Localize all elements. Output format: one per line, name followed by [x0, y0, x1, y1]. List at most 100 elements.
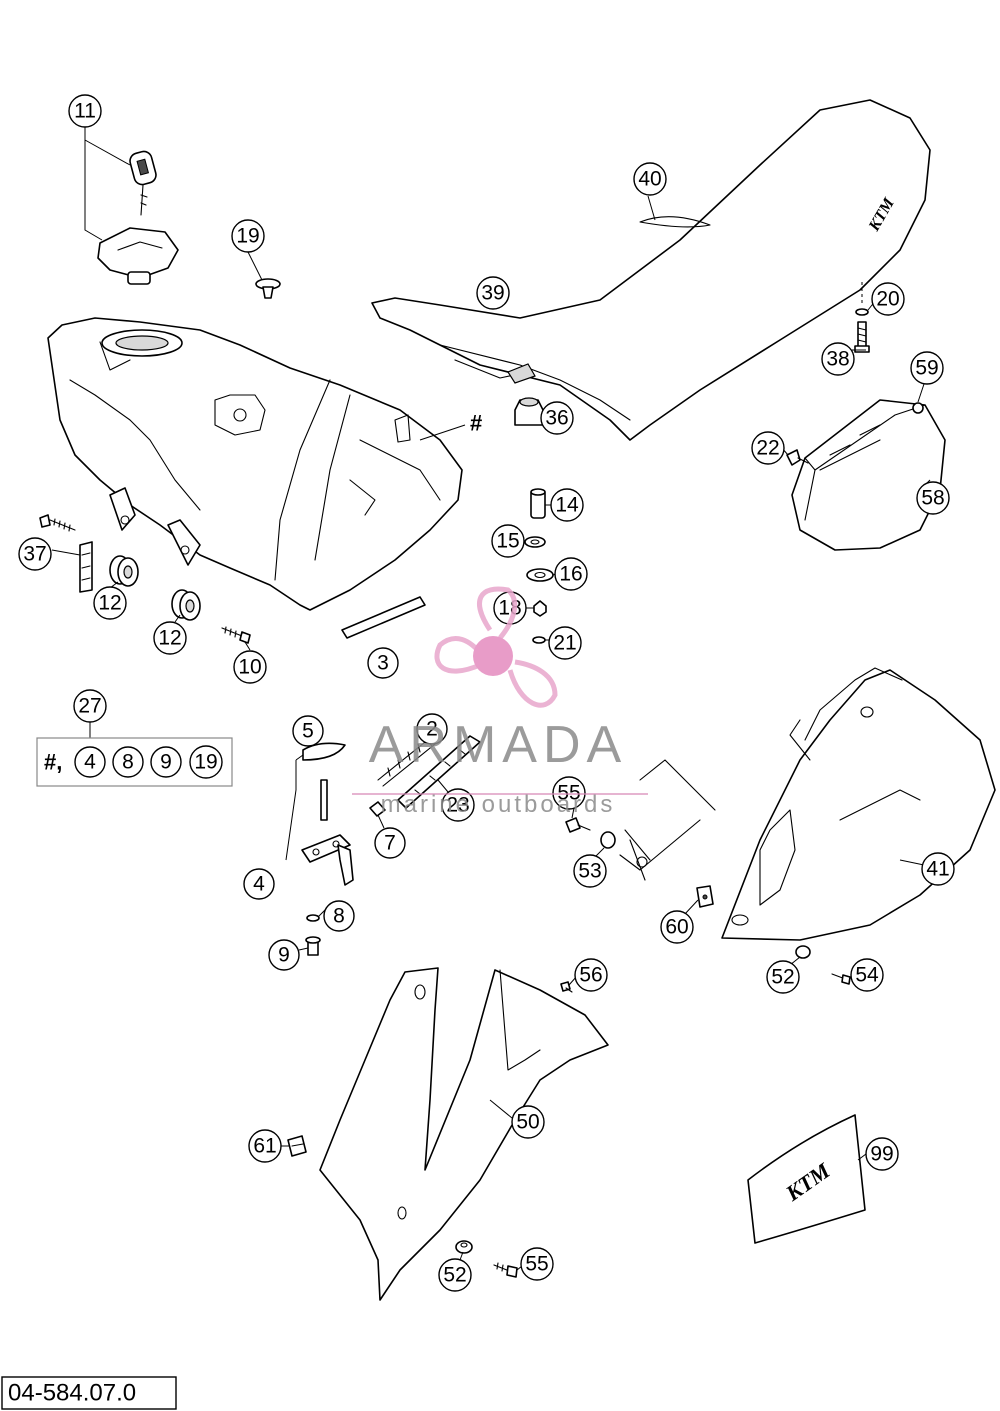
- callout-12-lower: 12: [153, 621, 187, 655]
- svg-text:7: 7: [384, 832, 396, 855]
- bushing-52-left: [455, 1240, 473, 1254]
- screw-22: [786, 449, 809, 466]
- set-item-8: 8: [112, 746, 144, 778]
- svg-text:56: 56: [579, 964, 602, 987]
- tool-bag: [791, 399, 946, 551]
- screw-54: [831, 973, 851, 985]
- side-cover-right: [721, 667, 996, 941]
- svg-text:61: 61: [253, 1135, 276, 1158]
- callout-40: 40: [633, 162, 667, 196]
- callout-9: 9: [268, 939, 300, 971]
- callout-41: 41: [921, 852, 955, 886]
- watermark-tagline: marine outboards: [381, 791, 616, 818]
- callout-12-upper: 12: [93, 586, 127, 620]
- bushing-52-right: [795, 945, 811, 959]
- callout-56: 56: [574, 958, 608, 992]
- svg-text:52: 52: [771, 966, 794, 989]
- callout-37: 37: [18, 537, 52, 571]
- callout-52-left: 52: [438, 1258, 472, 1292]
- ktm-decal: KTM: [747, 1114, 866, 1244]
- callout-11: 11: [68, 94, 102, 128]
- callout-14: 14: [550, 488, 584, 522]
- callout-3: 3: [367, 647, 399, 679]
- foam-pad: [341, 596, 426, 639]
- grommet-lower: [171, 589, 201, 621]
- clip-60: [696, 885, 714, 908]
- svg-text:55: 55: [525, 1253, 548, 1276]
- svg-text:16: 16: [559, 563, 582, 586]
- svg-text:3: 3: [377, 652, 389, 675]
- svg-text:11: 11: [74, 100, 96, 123]
- svg-text:12: 12: [98, 592, 121, 615]
- mounting-hardware-stack: [524, 488, 554, 644]
- callout-55-lower: 55: [520, 1247, 554, 1281]
- fuel-tank: [47, 317, 463, 611]
- svg-text:21: 21: [553, 632, 576, 655]
- frame-section: [619, 759, 716, 881]
- reference-code: 04-584.07.0: [1, 1376, 177, 1410]
- svg-text:19: 19: [194, 751, 217, 774]
- callout-20: 20: [871, 282, 905, 316]
- tank-cap: [97, 227, 179, 285]
- callout-22: 22: [751, 431, 785, 465]
- set-item-4: 4: [74, 746, 106, 778]
- screw-56: [560, 981, 573, 993]
- svg-text:36: 36: [545, 407, 568, 430]
- callout-36: 36: [540, 401, 574, 435]
- svg-text:39: 39: [481, 282, 504, 305]
- callout-5: 5: [292, 715, 324, 747]
- screw-55-lower: [493, 1262, 518, 1278]
- svg-text:37: 37: [23, 543, 46, 566]
- propeller-icon: [434, 586, 558, 708]
- callout-4: 4: [243, 868, 275, 900]
- svg-text:53: 53: [578, 860, 601, 883]
- plug-19: [255, 278, 281, 299]
- svg-text:14: 14: [555, 494, 579, 517]
- svg-text:8: 8: [122, 751, 134, 774]
- svg-text:99: 99: [870, 1143, 893, 1166]
- screw-37: [39, 514, 76, 532]
- svg-text:19: 19: [236, 225, 259, 248]
- svg-text:55: 55: [557, 782, 580, 805]
- ignition-key: [129, 150, 157, 216]
- svg-text:50: 50: [516, 1111, 539, 1134]
- callout-59: 59: [910, 351, 944, 385]
- svg-text:9: 9: [160, 751, 172, 774]
- svg-text:8: 8: [333, 905, 345, 928]
- svg-text:2: 2: [426, 718, 438, 741]
- callout-10: 10: [233, 650, 267, 684]
- side-cover-left: [319, 967, 609, 1301]
- callout-15: 15: [491, 524, 525, 558]
- callout-2: 2: [416, 713, 448, 745]
- seat: KTM: [371, 99, 931, 441]
- svg-text:23: 23: [446, 794, 469, 817]
- callout-50: 50: [511, 1105, 545, 1139]
- svg-text:10: 10: [238, 656, 261, 679]
- watermark-brand: ARMADA: [369, 716, 627, 774]
- svg-text:60: 60: [665, 916, 688, 939]
- svg-text:5: 5: [302, 720, 314, 743]
- reference-code-text: 04-584.07.0: [8, 1380, 136, 1407]
- set-prefix: #,: [44, 750, 62, 775]
- callout-39: 39: [476, 276, 510, 310]
- bushing-53: [600, 831, 616, 849]
- svg-text:15: 15: [496, 530, 519, 553]
- bolt-10: [221, 626, 251, 644]
- callout-55-upper: 55: [552, 776, 586, 810]
- callout-61: 61: [248, 1129, 282, 1163]
- set-item-19: 19: [189, 745, 223, 779]
- screw-55-upper: [565, 817, 591, 833]
- svg-text:41: 41: [926, 858, 949, 881]
- hash-marker: #: [470, 411, 482, 436]
- svg-text:9: 9: [278, 944, 290, 967]
- svg-text:38: 38: [826, 348, 849, 371]
- svg-text:52: 52: [443, 1264, 466, 1287]
- set-item-9: 9: [150, 746, 182, 778]
- callout-58: 58: [916, 481, 950, 515]
- fastener-clip: [79, 541, 93, 593]
- callout-23: 23: [441, 788, 475, 822]
- callout-54: 54: [850, 958, 884, 992]
- callout-8: 8: [323, 900, 355, 932]
- callout-7: 7: [374, 827, 406, 859]
